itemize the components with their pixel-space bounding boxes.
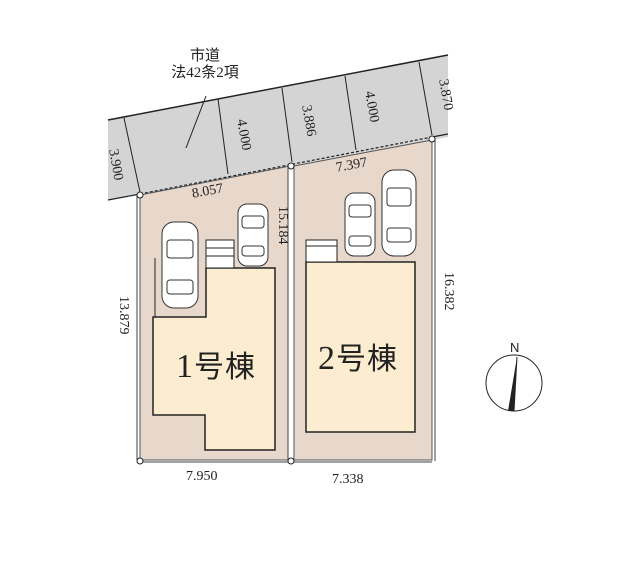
road-label-leader <box>185 95 207 149</box>
road-boundary-dashed <box>139 136 433 195</box>
corner-markers <box>136 135 436 465</box>
building-2-entry <box>305 239 338 263</box>
compass-north-label: N <box>510 340 520 355</box>
building-1-suffix: 号棟 <box>194 351 256 384</box>
road-legal-class: 法42条2項 <box>171 65 239 81</box>
road-width-arrows <box>123 61 433 193</box>
car-icon <box>237 203 269 267</box>
road-area <box>108 55 448 200</box>
road-boundary-line <box>107 193 141 201</box>
road-boundary-line-right <box>431 133 449 138</box>
building-2-suffix: 号棟 <box>336 343 398 376</box>
lot-2-rear-width: 7.338 <box>332 472 364 487</box>
lot-1-side-depth: 13.879 <box>116 296 131 335</box>
car-icon <box>344 192 376 257</box>
compass-icon <box>485 354 543 412</box>
road-label: 市道 法42条2項 <box>150 48 260 82</box>
car-icon <box>381 169 417 257</box>
building-1-footprint[interactable] <box>152 267 276 451</box>
building-2-footprint[interactable] <box>305 261 416 433</box>
road-name: 市道 <box>189 48 220 64</box>
road-edge-line <box>107 54 449 121</box>
lot-1-rear-width: 7.950 <box>186 469 218 484</box>
building-1-label: 1号棟 <box>176 342 256 386</box>
passage-depth: 15.184 <box>275 206 290 245</box>
building-2-label: 2号棟 <box>318 334 398 378</box>
building-1-entry <box>205 239 235 269</box>
building-2-number: 2 <box>318 340 336 377</box>
car-icon <box>161 221 199 309</box>
building-1-number: 1 <box>176 348 194 385</box>
lot-2-side-depth: 16.382 <box>441 272 456 311</box>
